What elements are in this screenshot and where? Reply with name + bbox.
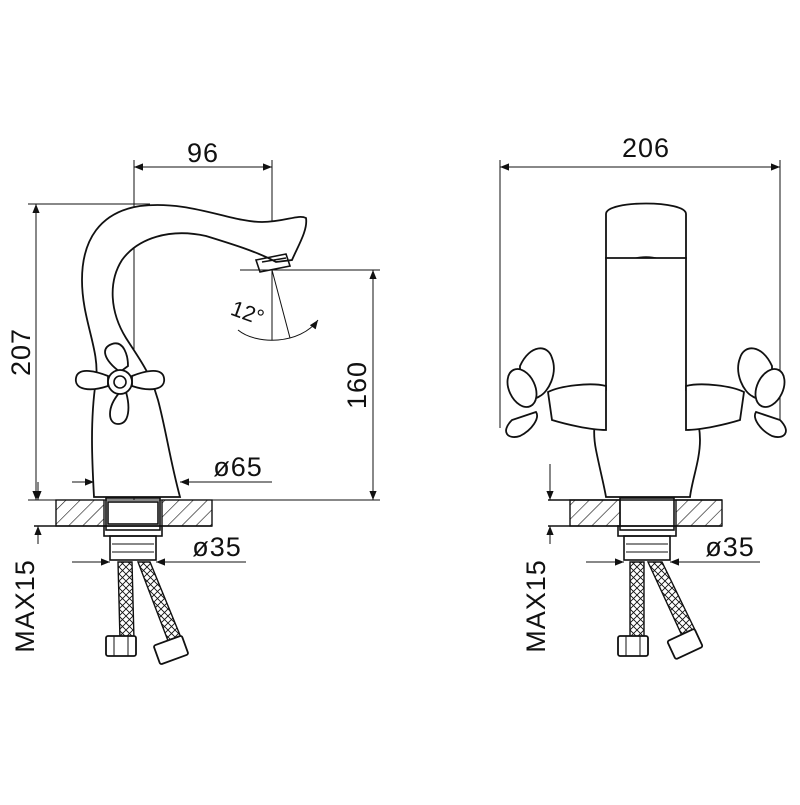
shank-front xyxy=(623,535,671,561)
dim-base-diameter: ø65 xyxy=(213,452,263,482)
shank xyxy=(109,535,157,561)
hose-nut-right-front xyxy=(666,628,704,660)
swivel-arc xyxy=(237,319,319,341)
dim-max-deck-left: MAX15 xyxy=(10,559,40,653)
dim-shank-diameter-left: ø35 xyxy=(192,532,242,562)
hose-left xyxy=(117,561,135,641)
deck-left-front xyxy=(569,499,621,527)
hose-nut-left xyxy=(105,635,137,657)
hose-nut-right xyxy=(153,635,189,665)
hose-nut-left-front xyxy=(617,635,649,657)
front-view: 206 MAX15 ø35 xyxy=(499,133,787,660)
dim-spout-reach: 96 xyxy=(187,138,219,168)
aerator xyxy=(254,253,292,273)
deck-right-front xyxy=(675,499,723,527)
dim-shank-diameter-right: ø35 xyxy=(705,532,755,562)
dim-max-deck-right: MAX15 xyxy=(521,559,551,653)
hose-right-front xyxy=(646,561,697,642)
side-view: 96 207 160 12° ø65 xyxy=(6,138,380,665)
deck-right xyxy=(161,499,213,527)
dim-spout-height: 160 xyxy=(342,361,372,409)
dim-overall-width: 206 xyxy=(622,133,670,163)
deck-left xyxy=(55,499,105,527)
dim-total-height: 207 xyxy=(6,328,36,376)
spout-body xyxy=(81,204,308,498)
swivel-angle: 12° xyxy=(228,296,268,331)
cross-handle-left-view xyxy=(75,342,165,425)
hose-left-front xyxy=(629,561,645,641)
body-front xyxy=(593,257,701,498)
hose-right xyxy=(136,561,183,647)
